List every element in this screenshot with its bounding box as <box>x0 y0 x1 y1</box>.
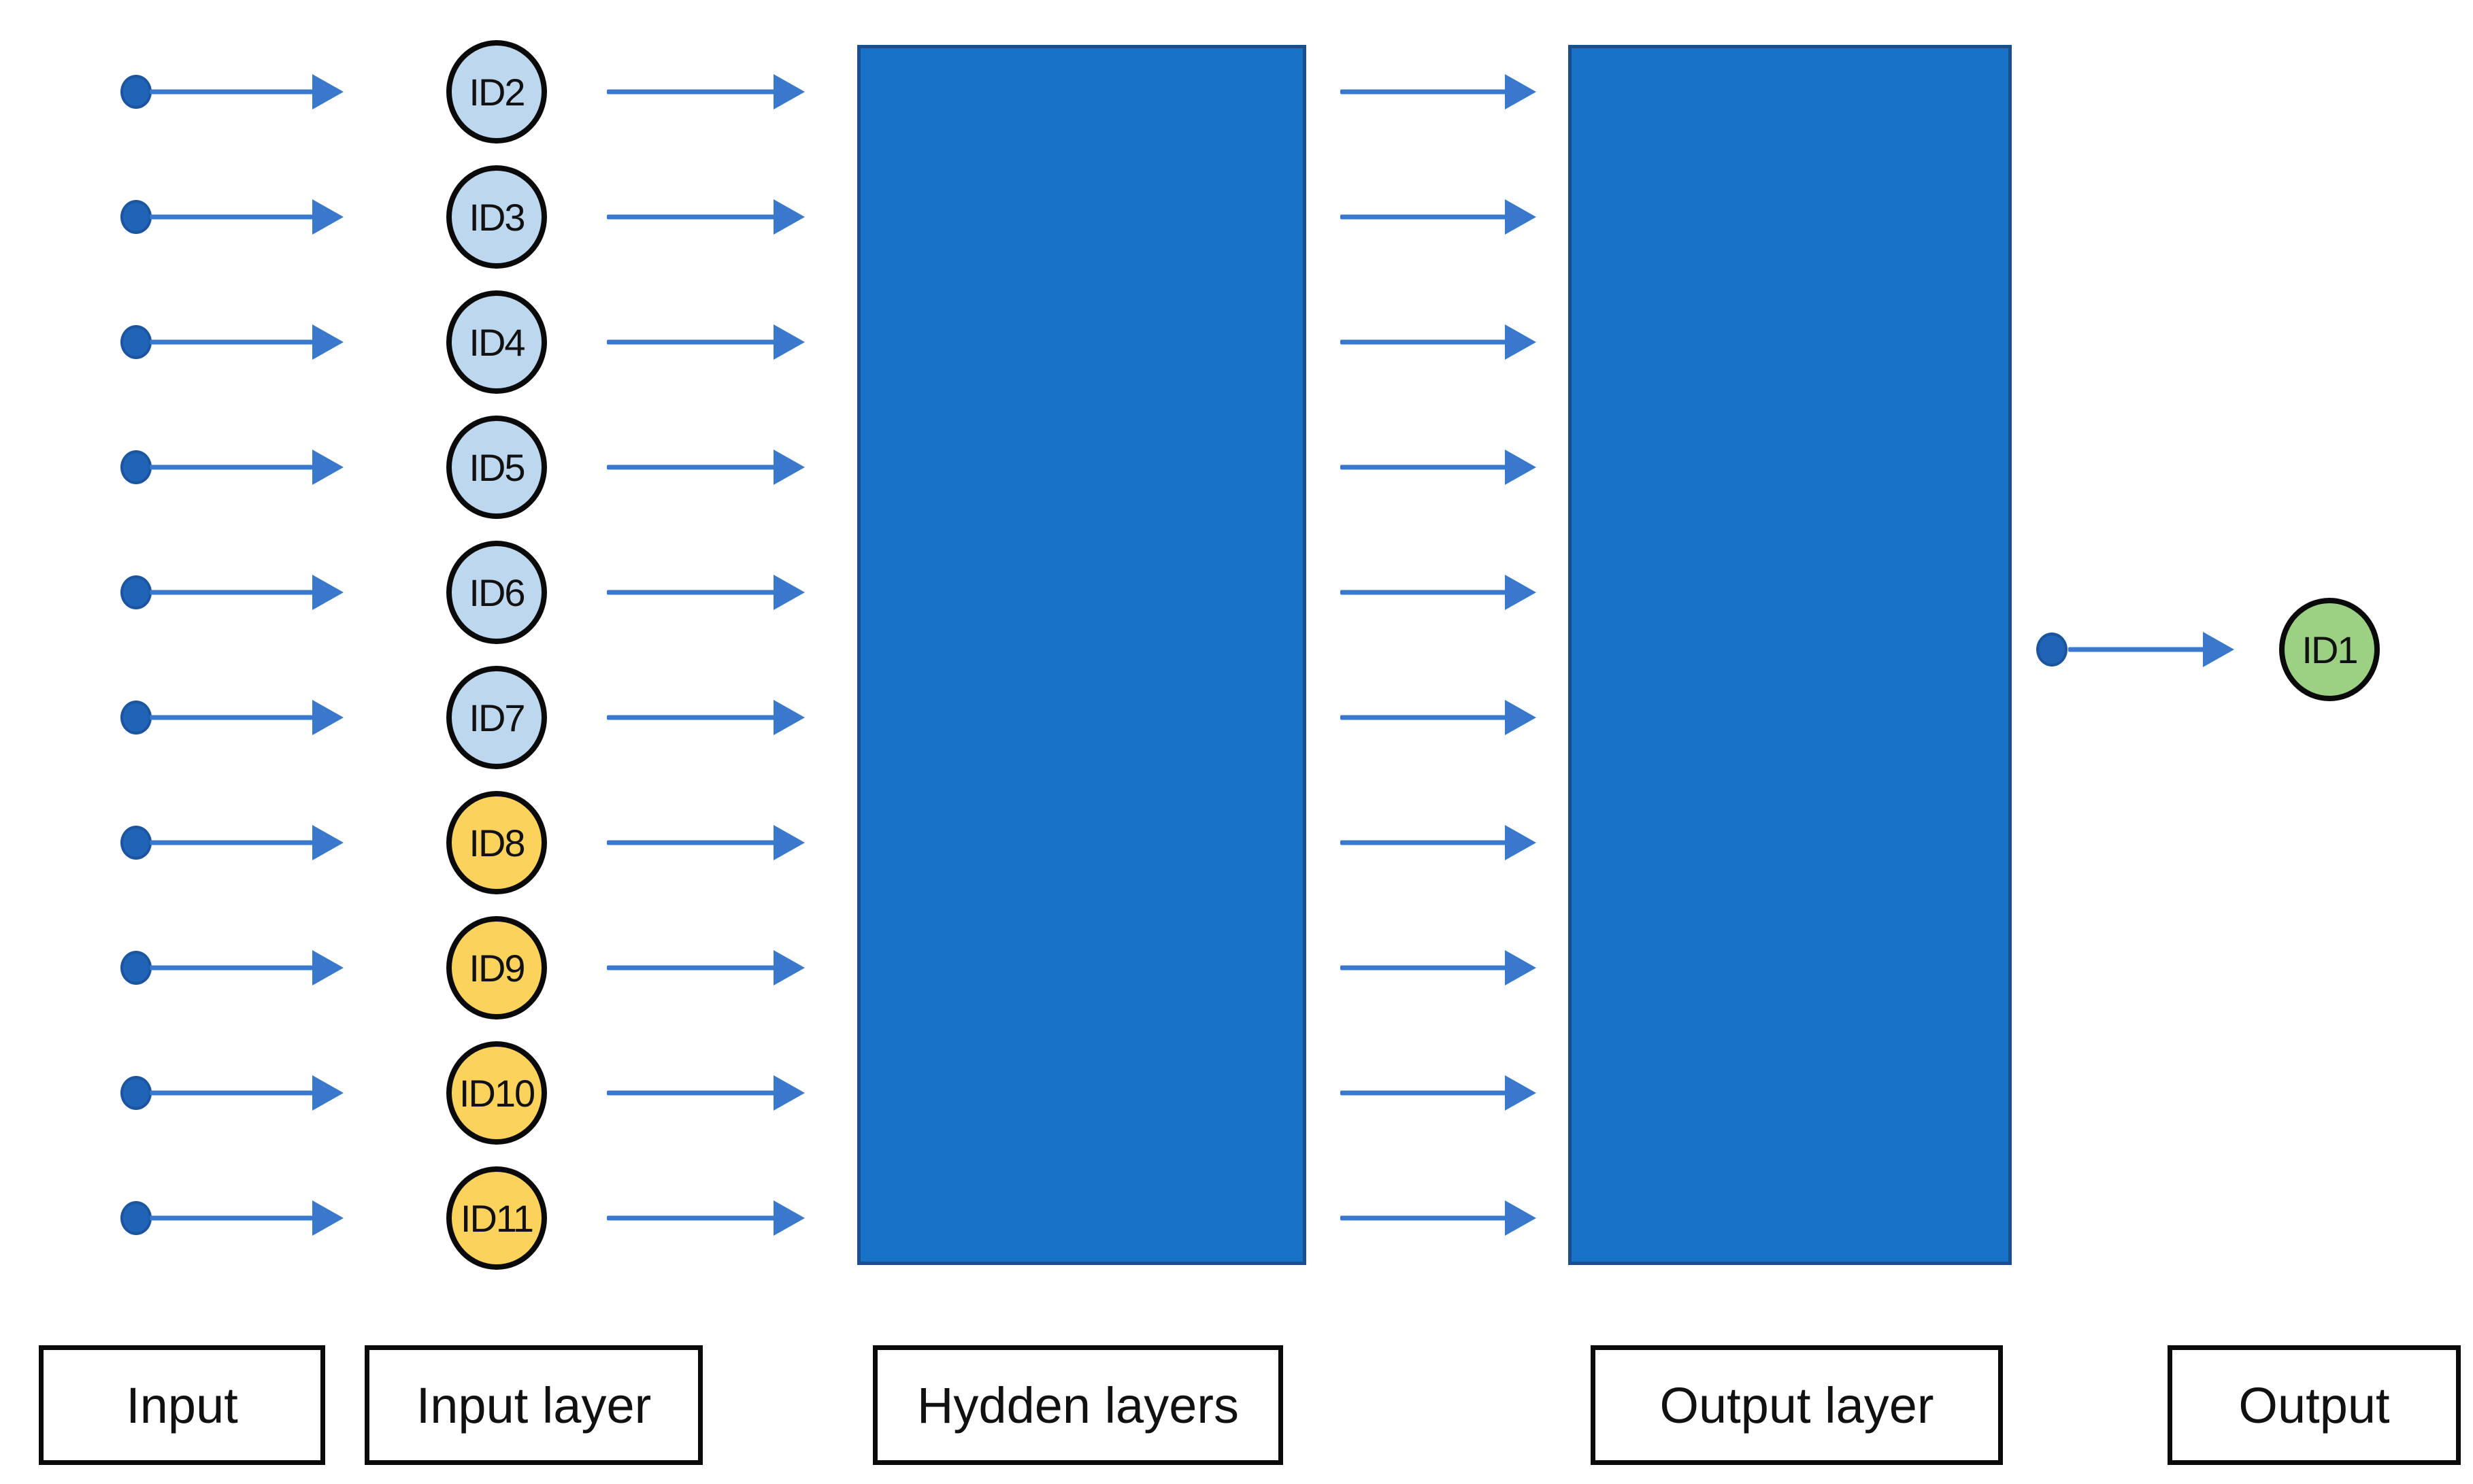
arrow-shaft <box>1340 465 1508 470</box>
arrow-head-icon <box>774 1075 805 1111</box>
arrow-shaft <box>607 339 777 345</box>
arrow-head-icon <box>1505 950 1536 985</box>
output-layer-rect <box>1568 45 2012 1265</box>
node-id5: ID5 <box>446 416 547 519</box>
arrow-head-icon <box>312 324 344 360</box>
arrow-shaft <box>150 590 314 595</box>
input-dot <box>120 1076 152 1110</box>
arrow-head-icon <box>312 1200 344 1236</box>
arrow-head-icon <box>312 950 344 985</box>
node-id9: ID9 <box>446 916 547 1019</box>
caption-input-layer: Input layer <box>365 1345 703 1465</box>
arrow-head-icon <box>774 950 805 985</box>
arrow-head-icon <box>312 575 344 610</box>
arrow-shaft <box>607 840 777 845</box>
arrow-head-icon <box>1505 575 1536 610</box>
arrow-shaft <box>150 1090 314 1096</box>
arrow-shaft <box>1340 1215 1508 1221</box>
arrow-head-icon <box>774 324 805 360</box>
arrow-head-icon <box>312 199 344 235</box>
arrow-shaft <box>1340 715 1508 720</box>
arrow-shaft <box>150 465 314 470</box>
arrow-head-icon <box>1505 324 1536 360</box>
arrow-shaft <box>150 1215 314 1221</box>
caption-output: Output <box>2168 1345 2461 1465</box>
arrow-shaft <box>150 840 314 845</box>
input-dot <box>120 325 152 359</box>
arrow-head-icon <box>774 700 805 735</box>
arrow-head-icon <box>312 700 344 735</box>
arrow-head-icon <box>1505 825 1536 860</box>
input-dot <box>120 1201 152 1235</box>
arrow-head-icon <box>312 1075 344 1111</box>
arrow-shaft <box>607 1090 777 1096</box>
node-id1: ID1 <box>2279 598 2380 701</box>
node-id10: ID10 <box>446 1041 547 1145</box>
arrow-head-icon <box>774 575 805 610</box>
caption-hidden-layers: Hydden layers <box>873 1345 1283 1465</box>
arrow-shaft <box>607 214 777 220</box>
node-id2: ID2 <box>446 40 547 144</box>
input-dot <box>120 575 152 609</box>
arrow-head-icon <box>774 1200 805 1236</box>
arrow-head-icon <box>312 450 344 485</box>
node-id7: ID7 <box>446 666 547 769</box>
hidden-layers-rect <box>857 45 1306 1265</box>
arrow-shaft <box>1340 214 1508 220</box>
arrow-head-icon <box>774 825 805 860</box>
arrow-shaft <box>1340 339 1508 345</box>
caption-input: Input <box>39 1345 325 1465</box>
arrow-head-icon <box>774 199 805 235</box>
arrow-head-icon <box>312 74 344 109</box>
arrow-head-icon <box>312 825 344 860</box>
arrow-head-icon <box>1505 1075 1536 1111</box>
caption-output-layer: Output layer <box>1591 1345 2003 1465</box>
arrow-shaft <box>2068 647 2204 652</box>
input-dot <box>120 826 152 860</box>
node-id11: ID11 <box>446 1166 547 1270</box>
arrow-shaft <box>150 339 314 345</box>
arrow-shaft <box>1340 965 1508 971</box>
arrow-shaft <box>150 715 314 720</box>
input-dot <box>120 75 152 109</box>
arrow-shaft <box>607 590 777 595</box>
arrow-head-icon <box>1505 1200 1536 1236</box>
arrow-shaft <box>607 465 777 470</box>
arrow-shaft <box>607 89 777 95</box>
input-dot <box>120 450 152 484</box>
arrow-head-icon <box>1505 199 1536 235</box>
arrow-shaft <box>1340 89 1508 95</box>
input-dot <box>120 951 152 985</box>
arrow-shaft <box>607 1215 777 1221</box>
node-id3: ID3 <box>446 165 547 269</box>
arrow-shaft <box>1340 840 1508 845</box>
arrow-head-icon <box>1505 74 1536 109</box>
arrow-shaft <box>1340 590 1508 595</box>
arrow-head-icon <box>1505 450 1536 485</box>
arrow-head-icon <box>2203 632 2234 667</box>
output-dot <box>2036 633 2068 667</box>
node-id8: ID8 <box>446 791 547 894</box>
arrow-shaft <box>150 214 314 220</box>
arrow-shaft <box>150 89 314 95</box>
arrow-head-icon <box>1505 700 1536 735</box>
arrow-shaft <box>1340 1090 1508 1096</box>
arrow-shaft <box>607 715 777 720</box>
arrow-shaft <box>150 965 314 971</box>
input-dot <box>120 701 152 735</box>
arrow-head-icon <box>774 74 805 109</box>
arrow-shaft <box>607 965 777 971</box>
input-dot <box>120 200 152 234</box>
node-id4: ID4 <box>446 290 547 394</box>
node-id6: ID6 <box>446 541 547 644</box>
arrow-head-icon <box>774 450 805 485</box>
